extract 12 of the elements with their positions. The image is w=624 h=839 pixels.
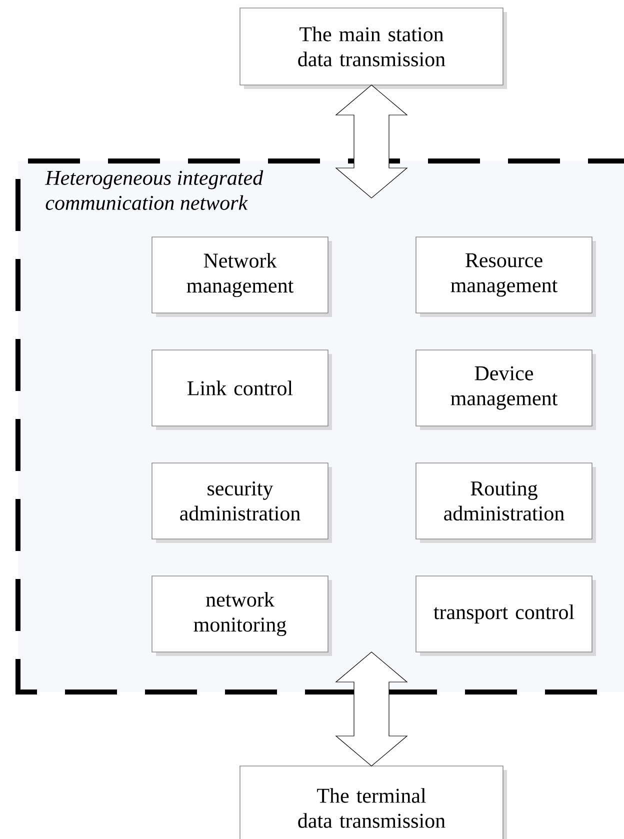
process-box: The main station data transmission [240, 8, 507, 89]
process-box: Network management [152, 236, 332, 317]
process-box: The terminal data transmission [240, 766, 507, 839]
process-box: Routing administration [416, 462, 596, 543]
process-box: Device management [416, 350, 596, 430]
process-box: Resource management [416, 236, 596, 317]
double-arrow [335, 652, 408, 766]
process-box: security administration [152, 462, 332, 543]
process-box: transport control [416, 576, 596, 656]
process-box: Link control [152, 350, 332, 430]
process-box: network monitoring [152, 576, 332, 656]
double-arrow [335, 84, 408, 198]
